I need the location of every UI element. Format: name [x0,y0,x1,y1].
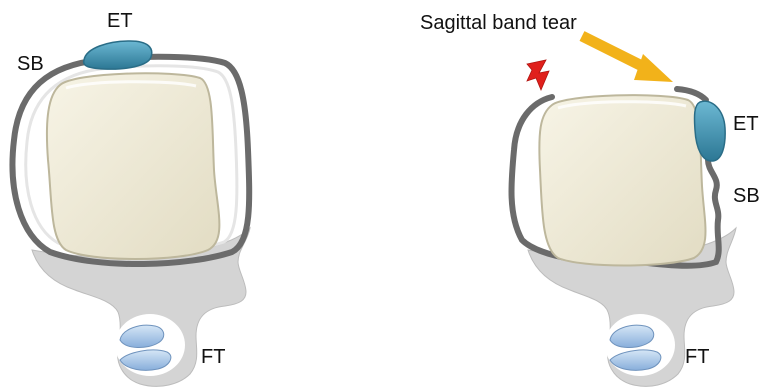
tear-arrow-icon [582,36,673,82]
tear-lightning-icon [527,60,549,90]
left-label-ft: FT [201,346,225,368]
right-metacarpal-head [539,95,705,265]
callout-sagittal-band-tear: Sagittal band tear [420,12,577,34]
right-panel-tear: Sagittal band tear ET SB FT [420,12,760,386]
left-label-et: ET [107,10,133,32]
right-label-sb: SB [733,185,760,207]
left-label-sb: SB [17,53,44,75]
right-label-et: ET [733,113,759,135]
right-label-ft: FT [685,346,709,368]
left-metacarpal-head [47,73,219,259]
left-panel-normal: ET SB FT [13,10,251,386]
left-extensor-tendon [84,41,152,69]
